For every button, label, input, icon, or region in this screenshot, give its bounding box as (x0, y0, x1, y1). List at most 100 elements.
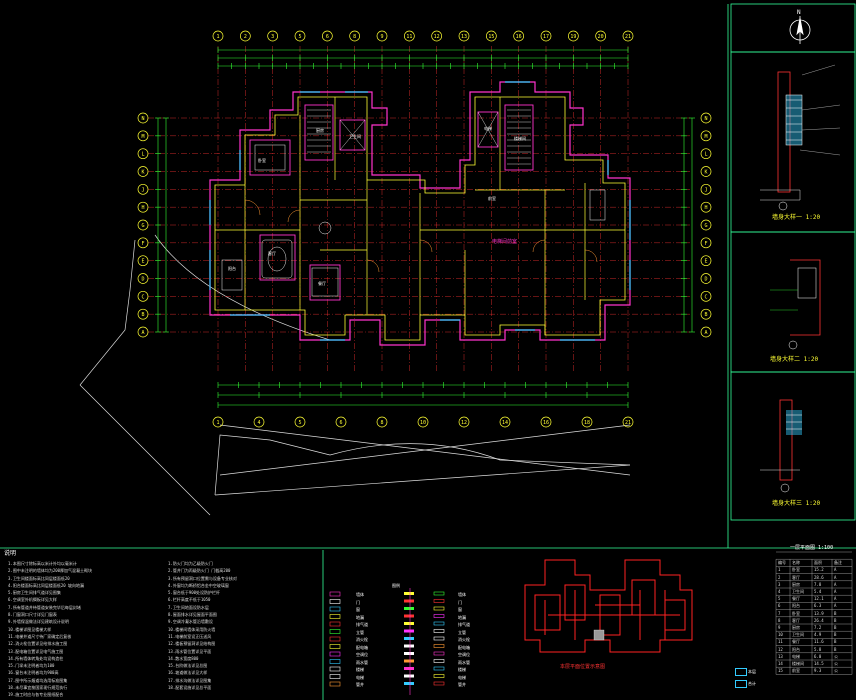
axis-bubble-bottom-label: 5 (298, 420, 301, 426)
axis-bubble-bottom-label: 14 (502, 420, 508, 426)
axis-bubble-right-label: C (704, 294, 707, 300)
axis-bubble-left-label: L (141, 152, 144, 158)
table-cell: 客厅 (792, 617, 800, 623)
wall-section-detail-3 (760, 399, 802, 493)
legend-title: 图例 (392, 583, 400, 588)
note-line: 16.窗台未注明者均为900高 (8, 670, 59, 676)
axis-bubble-top-label: 9 (380, 34, 383, 40)
axis-bubble-bottom-label: 10 (420, 420, 426, 426)
legend-label: 雨水管 (356, 659, 368, 665)
table-legend-label-1: 本层 (748, 669, 756, 674)
legend-label: 地漏 (356, 614, 364, 620)
axis-bubble-right-label: A (704, 330, 707, 336)
axis-bubble-bottom (499, 416, 511, 428)
legend-label-b: 空调位 (458, 652, 470, 657)
legend-symbol (329, 621, 341, 627)
table-cell: 12 (778, 646, 783, 652)
legend-symbol (329, 659, 341, 664)
table-cell: 电梯 (792, 653, 800, 659)
legend-symbol (329, 591, 341, 597)
table-cell: 阳台 (792, 603, 800, 609)
legend-symbol-b (404, 622, 414, 625)
axis-bubble-bottom-label: 4 (257, 420, 260, 426)
axis-bubble-left-label: D (141, 277, 144, 283)
legend-symbol-c (433, 606, 445, 611)
note-line: 18.未尽事宜按国家现行规范执行 (8, 685, 68, 691)
axis-bubble-top (513, 30, 525, 42)
axis-bubble-top-label: 19 (570, 34, 576, 40)
wall-section-detail-2 (770, 259, 821, 350)
table-cell: 5.8 (814, 646, 822, 652)
legend-label: 空调位 (356, 652, 368, 657)
note-line: 17.图中所示烟道均选用标准图集 (8, 677, 68, 683)
axis-bubble-bottom (335, 416, 347, 428)
room-label: 厨房 (316, 127, 324, 133)
axis-bubble-left (137, 290, 149, 302)
legend-label: 配电箱 (356, 644, 368, 650)
table-legend-label-2: 合计 (748, 681, 756, 686)
legend-symbol-c (433, 599, 445, 603)
note-line: 9.空调冷凝水管沿墙敷设 (168, 619, 213, 625)
area-table-grid (775, 551, 853, 675)
windows (209, 81, 631, 341)
table-cell: 11 (778, 639, 783, 645)
axis-bubble-top (540, 30, 552, 42)
table-cell: 餐厅 (792, 596, 800, 602)
floor-plan (209, 81, 631, 346)
axis-bubble-top (458, 30, 470, 42)
table-cell: 9 (778, 625, 781, 630)
axis-bubble-left (137, 219, 149, 231)
doors (244, 199, 598, 273)
detail-1-title: 墙身大样一 1:20 (772, 214, 821, 221)
table-cell: 阳台 (792, 646, 800, 652)
legend-label-b: 排气道 (458, 622, 470, 627)
legend-label: 管井 (356, 682, 364, 687)
legend-label: 墙体 (356, 592, 364, 597)
legend-symbol-b (404, 637, 414, 640)
legend-symbol-b (404, 659, 414, 663)
legend-symbol-b (404, 629, 414, 633)
axis-bubble-bottom (253, 416, 265, 428)
table-cell: 客厅 (792, 574, 800, 580)
legend-symbol (329, 681, 341, 687)
axis-bubble-right-label: N (704, 116, 707, 122)
note-line: 5.厨房卫生间排气道详见图集 (8, 590, 61, 596)
axis-bubble-left-label: H (141, 205, 144, 211)
note-line: 2.管井门为丙级防火门 门槛高200 (168, 568, 231, 574)
axis-bubble-right (700, 326, 712, 338)
table-header-cell: 名称 (792, 560, 800, 566)
axis-bubble-top-label: 15 (488, 34, 494, 40)
axis-bubble-right (700, 201, 712, 213)
note-line: 6.栏杆高度不低于1050 (168, 597, 211, 603)
axis-bubble-top-label: 2 (244, 34, 247, 40)
legend-symbol (329, 629, 341, 634)
note-line: 3.所有预留洞口位置需与设备专业核对 (168, 575, 237, 581)
interior-partitions (215, 97, 625, 335)
stair-icon (307, 109, 531, 165)
legend-label: 窗 (356, 607, 360, 612)
axis-bubble-bottom (294, 416, 306, 428)
room-label: 卫生间 (349, 133, 361, 139)
table-header-cell: 面积 (814, 560, 822, 566)
axis-bubble-right-label: J (704, 187, 707, 193)
axis-bubble-top-label: 3 (271, 34, 274, 40)
note-line: 1.防火门均为乙级防火门 (168, 561, 213, 566)
table-cell: B (834, 617, 837, 623)
axis-bubble-left-label: N (141, 116, 144, 122)
axis-bubble-right (700, 130, 712, 142)
note-line: 7.所有管道井待管道安装完毕后每层封堵 (8, 604, 81, 610)
table-cell: 公 (834, 653, 838, 659)
table-cell: A (834, 567, 837, 573)
key-plan-caption: 本层平面位置示意图 (560, 663, 605, 670)
axis-bubble-left-label: G (141, 223, 144, 229)
axis-bubble-bottom-label: 12 (461, 420, 467, 426)
table-cell: 15 (778, 668, 783, 674)
axis-bubble-right-label: H (704, 205, 707, 211)
table-cell: 9.3 (814, 668, 822, 674)
legend-label-b: 配电箱 (458, 644, 470, 650)
axis-bubble-bottom (212, 416, 224, 428)
central-space-label: 电梯间前室 (492, 238, 517, 245)
axis-bubble-bottom-label: 8 (380, 420, 383, 426)
table-cell: B (834, 625, 837, 630)
